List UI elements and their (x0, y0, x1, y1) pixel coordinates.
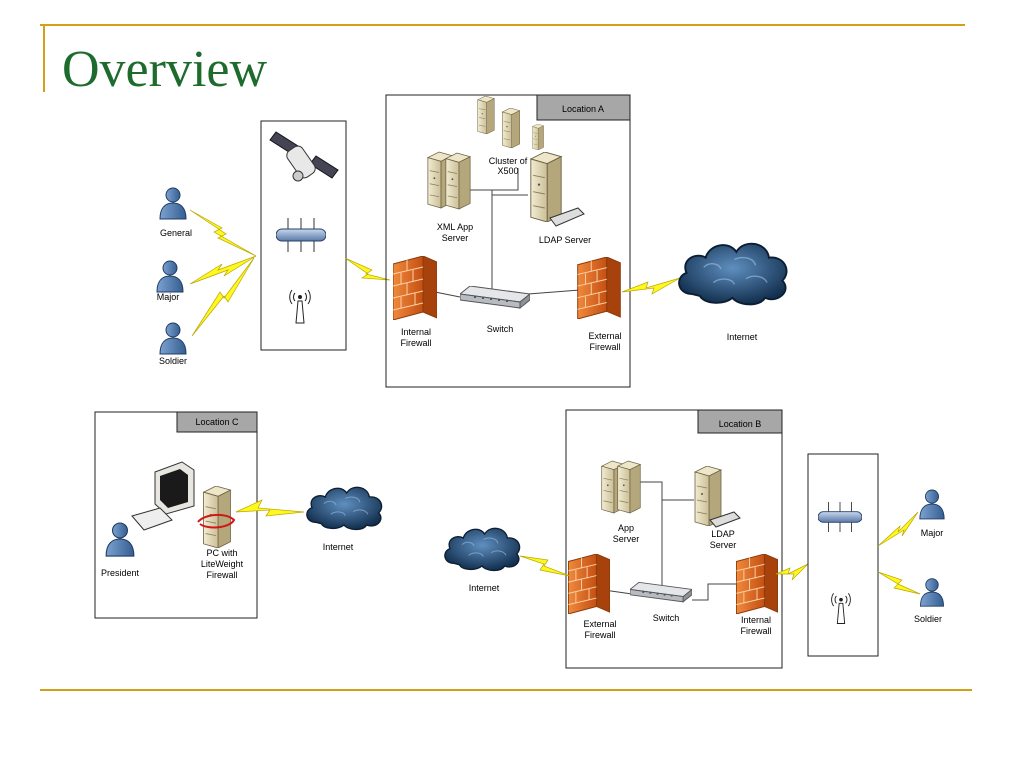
user-icon (159, 187, 187, 220)
app-server-icon (617, 460, 641, 514)
internal-firewall-label-2: Firewall (400, 338, 431, 348)
user-icon (159, 322, 187, 355)
satellite-icon (269, 131, 339, 182)
ldap-server-icon (694, 466, 722, 526)
external-firewall-icon (568, 554, 610, 614)
user-icon (105, 522, 135, 557)
ldap-server-label: LDAP Server (539, 235, 591, 245)
cluster-label-2: X500 (497, 166, 518, 176)
internet-cloud-icon (677, 242, 788, 306)
external-firewall-label-b-2: Firewall (584, 630, 615, 640)
keyboard-icon (549, 207, 585, 227)
keyboard-icon (709, 511, 741, 528)
wireless-link-icon (877, 511, 921, 595)
location-a-label: Location A (562, 104, 604, 114)
xml-server-label: XML App (437, 222, 473, 232)
location-b-label: Location B (719, 419, 762, 429)
user-label: General (160, 228, 192, 238)
switch-icon (460, 286, 530, 309)
pc-label-2: LiteWeight (201, 559, 244, 569)
location-a-tab (536, 94, 631, 121)
wireless-link-icon (189, 209, 391, 337)
external-firewall-label: External (588, 331, 621, 341)
location-a-box (385, 94, 631, 388)
external-firewall-icon (577, 257, 621, 319)
cluster-server-icon (532, 124, 544, 150)
user-label-right: Major (921, 528, 944, 538)
user-label: Major (157, 292, 180, 302)
internet-label-c: Internet (323, 542, 354, 552)
connection-lines-a (434, 168, 581, 299)
external-firewall-label-b: External (583, 619, 616, 629)
ldap-server-label-b-2: Server (710, 540, 737, 550)
pc-label-3: Firewall (206, 570, 237, 580)
app-server-label-2: Server (613, 534, 640, 544)
monitor-icon (154, 461, 195, 515)
internal-firewall-label: Internal (401, 327, 431, 337)
firewall-arrow-icon (197, 514, 236, 529)
ldap-server-icon (530, 152, 562, 222)
xml-server-icon (445, 152, 471, 210)
app-server-label: App (618, 523, 634, 533)
xml-server-label-2: Server (442, 233, 469, 243)
keyboard-icon (131, 507, 173, 531)
internal-firewall-label-b: Internal (741, 615, 771, 625)
pc-label: PC with (206, 548, 237, 558)
wireless-link-icon (235, 499, 305, 517)
cluster-label: Cluster of (489, 156, 528, 166)
president-label: President (101, 568, 140, 578)
internal-firewall-icon (736, 554, 778, 614)
internet-cloud-icon (444, 527, 521, 572)
switch-label-b: Switch (653, 613, 680, 623)
internal-firewall-icon (393, 256, 437, 320)
wireless-box-right (807, 453, 879, 657)
user-icon (919, 489, 945, 520)
user-icon (919, 578, 945, 607)
wireless-link-icon (621, 277, 681, 295)
switch-icon (630, 582, 692, 603)
internet-label-b: Internet (469, 583, 500, 593)
location-b-tab (697, 409, 783, 434)
location-c-box (94, 411, 258, 619)
switch-label: Switch (487, 324, 514, 334)
location-b-box (565, 409, 783, 669)
user-label-right: Soldier (914, 614, 942, 624)
location-c-tab (176, 411, 258, 433)
user-icon (156, 260, 184, 293)
external-firewall-label-2: Firewall (589, 342, 620, 352)
slide-title: Overview (62, 41, 268, 98)
cluster-server-icon (501, 108, 521, 148)
location-c-label: Location C (195, 417, 239, 427)
cluster-server-icon (477, 96, 495, 134)
internet-label: Internet (727, 332, 758, 342)
internal-firewall-label-b-2: Firewall (740, 626, 771, 636)
ldap-server-label-b: LDAP (711, 529, 735, 539)
user-label: Soldier (159, 356, 187, 366)
internet-cloud-icon (306, 486, 383, 531)
